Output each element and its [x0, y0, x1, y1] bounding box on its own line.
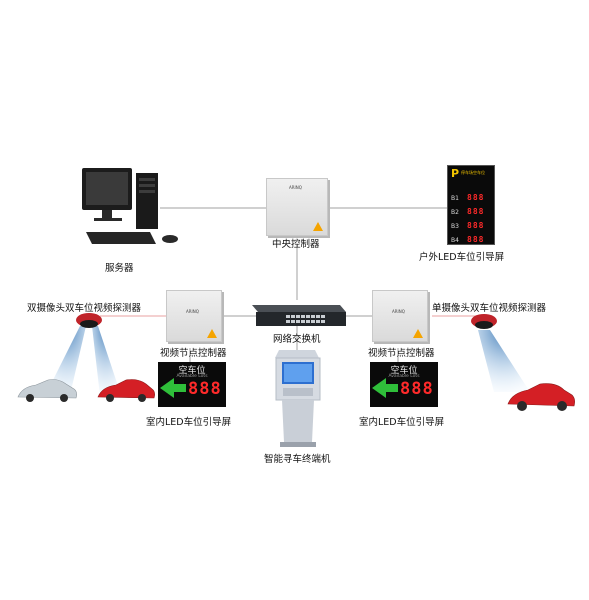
video-node-left-label: 视频节点控制器 — [160, 348, 227, 359]
level-value: 888 — [467, 207, 485, 216]
outdoor-row-b1: B1 888 — [451, 185, 484, 204]
brand-text: ARINQ — [289, 185, 302, 190]
level-label: B2 — [451, 209, 459, 216]
brand-text: ARINQ — [186, 309, 199, 314]
red-car-left-icon — [97, 379, 155, 402]
video-node-controller-right: ARINQ — [372, 290, 428, 342]
level-value: 888 — [467, 221, 485, 230]
kiosk-icon — [275, 350, 321, 447]
server-icon — [82, 168, 178, 244]
level-value: 888 — [467, 235, 485, 244]
kiosk-label: 智能寻车终端机 — [264, 454, 331, 465]
silver-car-icon — [17, 379, 77, 402]
outdoor-sign-header: 停车场空车位 — [461, 170, 485, 175]
central-controller-label: 中央控制器 — [272, 239, 320, 250]
network-switch-label: 网络交换机 — [273, 334, 321, 345]
parking-p-icon: P — [451, 167, 460, 180]
dual-camera-label: 双摄像头双车位视频探测器 — [27, 303, 142, 314]
warning-icon — [413, 329, 423, 338]
single-camera-label: 单摄像头双车位视频探测器 — [432, 303, 547, 314]
outdoor-row-b2: B2 888 — [451, 199, 484, 218]
network-switch-icon — [252, 305, 346, 326]
central-controller-box: ARINQ — [266, 178, 328, 236]
warning-icon — [207, 329, 217, 338]
indoor-led-right-label: 室内LED车位引导屏 — [359, 417, 445, 428]
server-label: 服务器 — [105, 263, 134, 274]
brand-text: ARINQ — [392, 309, 405, 314]
left-arrow-icon-right — [372, 378, 398, 398]
video-node-right-label: 视频节点控制器 — [368, 348, 435, 359]
outdoor-led-sign: P 停车场空车位 B1 888 B2 888 B3 888 B4 888 — [447, 165, 495, 245]
level-value: 888 — [467, 193, 485, 202]
level-label: B4 — [451, 237, 459, 244]
video-node-controller-left: ARINQ — [166, 290, 222, 342]
warning-icon — [313, 222, 323, 231]
level-label: B3 — [451, 223, 459, 230]
level-label: B1 — [451, 195, 459, 202]
red-car-right-icon — [507, 383, 575, 411]
outdoor-led-label: 户外LED车位引导屏 — [419, 252, 505, 263]
single-camera-detector-icon — [471, 314, 530, 392]
outdoor-row-b3: B3 888 — [451, 213, 484, 232]
dual-camera-detector-icon — [48, 313, 120, 396]
indoor-led-left-label: 室内LED车位引导屏 — [146, 417, 232, 428]
outdoor-row-b4: B4 888 — [451, 227, 484, 246]
left-arrow-icon-left — [160, 378, 186, 398]
